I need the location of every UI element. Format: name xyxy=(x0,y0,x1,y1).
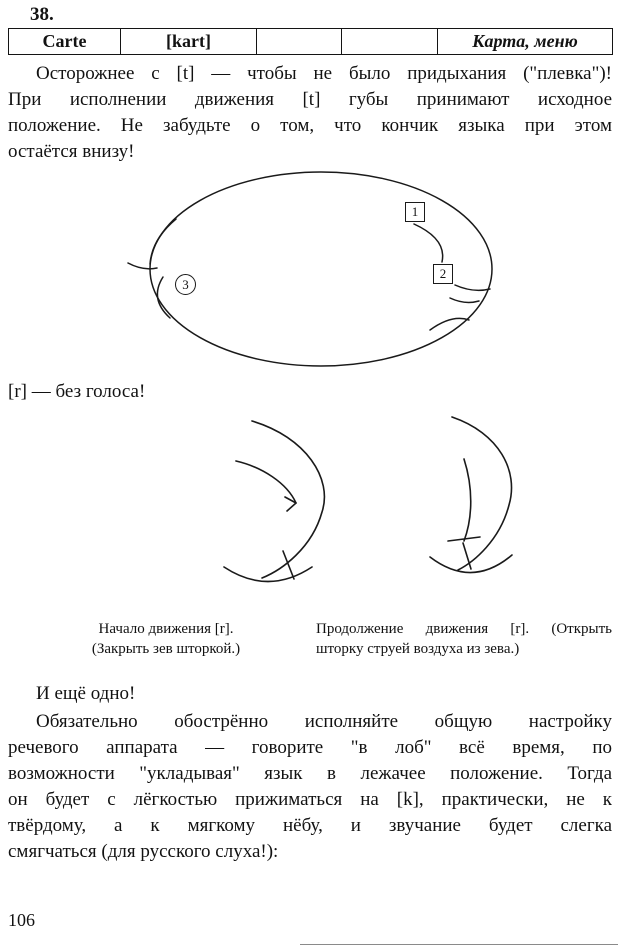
left-figure-shutter-stroke xyxy=(282,550,295,580)
throat-stroke-3 xyxy=(429,317,470,331)
figure-captions: Начало движения [r]. (Закрыть зев шторко… xyxy=(0,619,620,663)
vocab-word: Carte xyxy=(8,28,121,55)
right-figure-bottom-curve xyxy=(429,554,513,574)
text-line: речевого аппарата — говорите "в лоб" всё… xyxy=(8,737,612,758)
text-line: возможности "укладывая" язык в лежачее п… xyxy=(8,763,612,784)
mouth-cross-section-svg xyxy=(127,171,493,367)
caption-start-of-movement: Начало движения [r]. (Закрыть зев шторко… xyxy=(62,619,270,659)
caption-continuation-of-movement: Продолжение движения [r]. (Открыть шторк… xyxy=(316,619,612,659)
text-line: он будет с лёгкостью прижиматься на [k],… xyxy=(8,789,612,810)
diagram-point-1-label: 1 xyxy=(405,202,425,222)
text-line: При исполнении движения [t] губы принима… xyxy=(8,89,612,110)
text-line: положение. Не забудьте о том, что кончик… xyxy=(8,115,612,136)
right-figure-block-bar xyxy=(447,536,481,542)
one-more-paragraph: И ещё одно! xyxy=(8,681,612,707)
left-figure-outer-curve xyxy=(251,420,326,579)
left-figure-bottom-curve xyxy=(223,566,313,583)
mouth-cross-section-diagram: 1 2 3 xyxy=(0,167,620,375)
exercise-number: 38. xyxy=(30,4,54,25)
caption-line: Продолжение движения [r]. (Открыть xyxy=(316,621,612,637)
right-figure-shutter-stroke xyxy=(462,542,472,570)
vocab-transcription: [kart] xyxy=(120,28,257,55)
text-line: Осторожнее с [t] — чтобы не было придыха… xyxy=(36,63,612,84)
throat-stroke-1 xyxy=(454,284,491,292)
tongue-movement-diagrams xyxy=(0,409,620,609)
vocab-empty-cell-1 xyxy=(256,28,342,55)
caption-line: Начало движения [r]. xyxy=(98,621,234,637)
tongue-path-curve xyxy=(413,223,444,263)
text-line: [r] — без голоса! xyxy=(8,381,146,402)
intro-paragraph: Осторожнее с [t] — чтобы не было придыха… xyxy=(8,61,612,165)
caption-line: шторку струей воздуха из зева.) xyxy=(316,641,520,657)
caption-line: (Закрыть зев шторкой.) xyxy=(91,641,241,657)
vocab-empty-cell-2 xyxy=(341,28,438,55)
text-line: Обязательно обострённо исполняйте общую … xyxy=(36,711,612,732)
scan-artifact-line xyxy=(300,944,618,945)
tongue-movement-svg xyxy=(223,416,513,583)
text-line: И ещё одно! xyxy=(36,683,136,704)
diagram-point-3-label: 3 xyxy=(175,274,196,295)
diagram-point-2-label: 2 xyxy=(433,264,453,284)
text-line: остаётся внизу! xyxy=(8,141,135,162)
page-number: 106 xyxy=(8,910,35,930)
vocab-table: Carte [kart] Карта, меню xyxy=(8,28,613,55)
vocab-translation: Карта, меню xyxy=(437,28,613,55)
vocab-row: Carte [kart] Карта, меню xyxy=(8,28,613,55)
right-figure-tongue-curve xyxy=(463,458,472,542)
lip-stroke-upper xyxy=(149,218,177,265)
text-line: смягчаться (для русского слуха!): xyxy=(8,841,279,862)
throat-stroke-2 xyxy=(449,297,480,304)
left-figure-tongue-curve xyxy=(235,460,297,504)
text-line: твёрдому, а к мягкому нёбу, и звучание б… xyxy=(8,815,612,836)
closing-paragraph: Обязательно обострённо исполняйте общую … xyxy=(8,709,612,865)
lip-stroke-middle xyxy=(127,262,158,270)
r-note-paragraph: [r] — без голоса! xyxy=(8,379,612,405)
lip-stroke-lower xyxy=(156,276,171,319)
right-figure-outer-curve xyxy=(451,416,513,571)
left-figure-arrowhead xyxy=(284,496,297,512)
